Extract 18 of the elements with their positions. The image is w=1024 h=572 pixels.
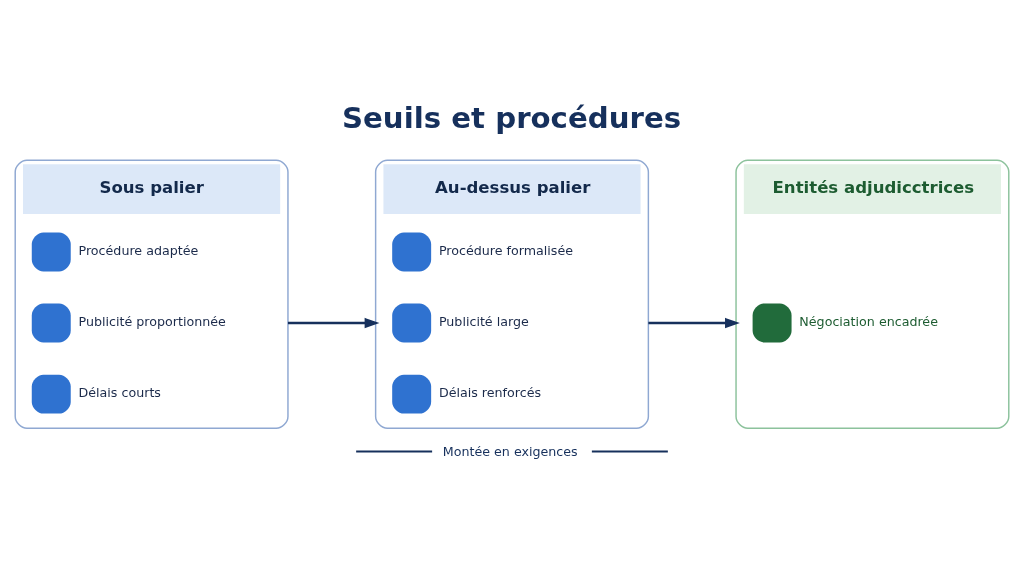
node-box bbox=[752, 303, 792, 343]
arrow bbox=[648, 317, 740, 329]
node-box bbox=[392, 374, 432, 414]
node-box bbox=[31, 303, 71, 343]
node-label: Délais courts bbox=[78, 385, 161, 401]
arrow bbox=[287, 317, 380, 329]
node-label: Procédure formalisée bbox=[438, 243, 574, 259]
node-box bbox=[392, 232, 432, 272]
node-label: Procédure adaptée bbox=[78, 243, 199, 259]
node-box bbox=[31, 232, 71, 272]
diagram-title: Seuils et procédures bbox=[342, 101, 682, 136]
node-label: Délais renforcés bbox=[438, 385, 542, 401]
label: Montée en exigences bbox=[442, 443, 578, 459]
node-label: Publicité proportionnée bbox=[78, 314, 226, 330]
node-label: Négociation encadrée bbox=[799, 314, 938, 330]
node-box bbox=[31, 374, 71, 414]
node-box bbox=[392, 303, 432, 343]
node-label: Publicité large bbox=[438, 314, 529, 330]
